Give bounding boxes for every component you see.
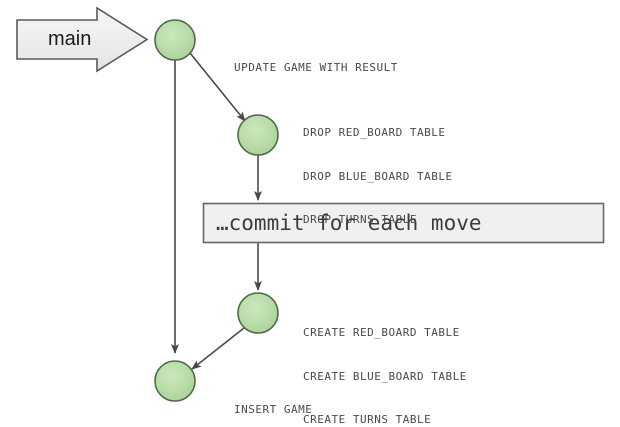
edge-create-tables-to-insert-game — [191, 327, 245, 370]
commit-label-line: INSERT GAME — [234, 403, 313, 416]
commit-label-insert-game: INSERT GAME — [234, 374, 312, 427]
commit-label-line: DROP BLUE_BOARD TABLE — [303, 169, 453, 183]
branch-ref-main-shape[interactable] — [16, 6, 149, 73]
commit-label-line: CREATE RED_BOARD TABLE — [303, 326, 460, 339]
commit-label-line: CREATE TURNS TABLE — [303, 413, 432, 426]
commit-label-update-game: UPDATE GAME WITH RESULT — [234, 32, 398, 105]
commit-label-line: CREATE BLUE_BOARD TABLE — [303, 369, 467, 383]
edge-update-game-to-drop-tables — [189, 52, 246, 122]
branch-ref-main-label: main — [48, 28, 92, 50]
collapse-box-text: …commit for each move — [216, 211, 482, 235]
commit-label-create-tables: CREATE RED_BOARD TABLE CREATE BLUE_BOARD… — [303, 297, 467, 427]
commit-node-create-tables[interactable] — [237, 292, 279, 334]
commit-node-drop-tables[interactable] — [237, 114, 279, 156]
commit-label-line: UPDATE GAME WITH RESULT — [234, 61, 398, 74]
commit-node-update-game[interactable] — [154, 19, 196, 61]
commit-label-line: DROP RED_BOARD TABLE — [303, 126, 446, 139]
commit-label-drop-tables: DROP RED_BOARD TABLE DROP BLUE_BOARD TAB… — [303, 97, 453, 257]
commit-label-line: DROP TURNS TABLE — [303, 213, 417, 226]
collapse-box-shape[interactable] — [202, 202, 605, 244]
commit-node-insert-game[interactable] — [154, 360, 196, 402]
